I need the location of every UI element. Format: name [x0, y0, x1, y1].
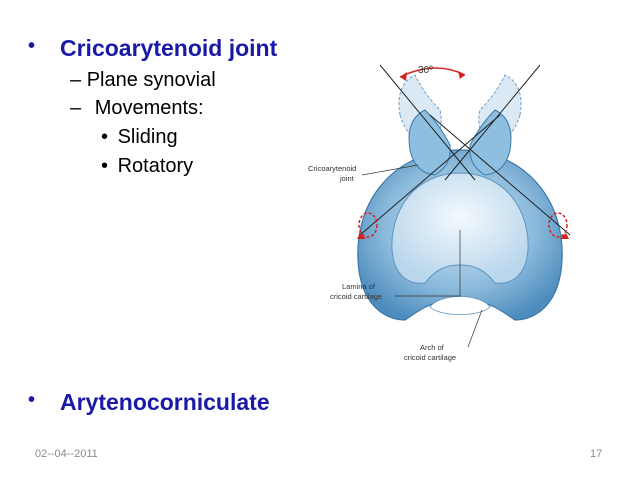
rotation-arrow-right — [548, 212, 569, 239]
sub-sub-bullet-text: Sliding — [117, 126, 178, 148]
footer-date: 02--04--2011 — [35, 448, 98, 460]
bullet-title: Cricoarytenoid joint — [60, 35, 278, 61]
label-lamina-1: Lamina of — [342, 282, 376, 291]
arytenoid-right — [469, 109, 512, 176]
angle-label: 30º — [418, 65, 433, 76]
dash-marker: – — [70, 97, 82, 119]
label-arch-2: cricoid cartilage — [404, 353, 456, 362]
dash-marker: – — [70, 69, 82, 91]
cricoid-arch-opening — [429, 296, 491, 315]
sub-bullet-text: Plane synovial — [86, 69, 216, 91]
bullet-marker: • — [28, 389, 36, 411]
sub-sub-bullet-rotatory: • Rotatory — [101, 155, 193, 178]
footer-page-number: 17 — [590, 448, 603, 460]
sub-sub-bullet-sliding: • Sliding — [101, 126, 178, 149]
arytenoid-left — [408, 109, 451, 176]
sub-bullet-movements: – Movements: — [70, 97, 204, 120]
bullet-marker: • — [101, 126, 109, 148]
label-joint-2: joint — [339, 174, 355, 183]
rotation-arrow-left — [357, 212, 378, 239]
label-arch-1: Arch of — [420, 343, 445, 352]
label-lamina-2: cricoid cartilage — [330, 292, 382, 301]
sub-bullet-plane-synovial: – Plane synovial — [70, 69, 216, 92]
label-joint-1: Cricoarytenoid — [308, 164, 356, 173]
bullet-marker: • — [28, 35, 36, 57]
bullet-title: Arytenocorniculate — [60, 389, 270, 415]
sub-sub-bullet-text: Rotatory — [117, 155, 194, 177]
sub-bullet-text: Movements: — [94, 97, 204, 119]
bullet-marker: • — [101, 155, 109, 177]
cricoarytenoid-joint-figure: 30º Cricoarytenoid joint Lamina of crico… — [308, 64, 571, 362]
